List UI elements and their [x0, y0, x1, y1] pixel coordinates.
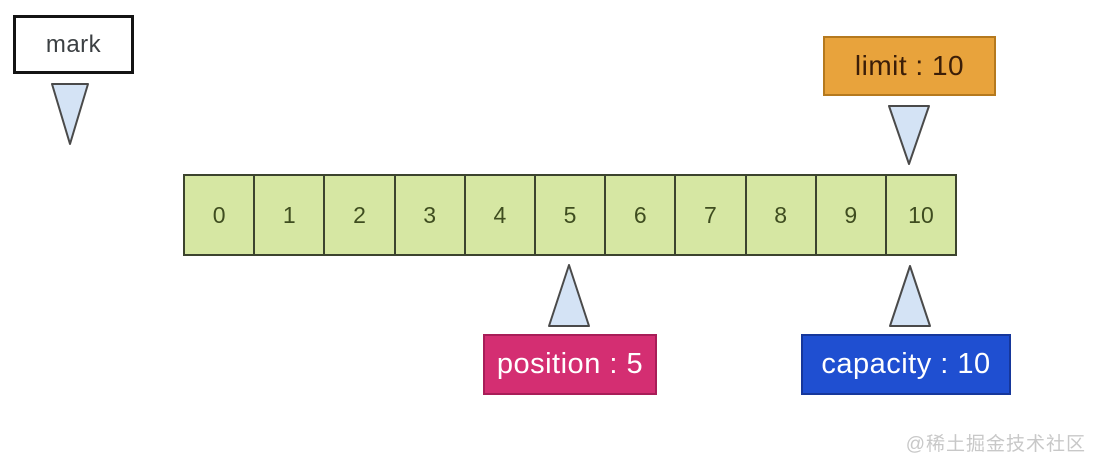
buffer-cell: 10 — [908, 201, 934, 228]
buffer-cell: 9 — [817, 176, 887, 254]
buffer-cell: 7 — [676, 176, 747, 254]
buffer-cell: 6 — [606, 176, 677, 254]
mark-label-box: mark — [13, 15, 134, 74]
limit-label: limit : 10 — [854, 50, 965, 81]
mark-label: mark — [45, 30, 102, 58]
buffer-cell: 0 — [185, 176, 256, 254]
capacity-label-box: capacity : 10 — [801, 334, 1011, 395]
limit-label-box: limit : 10 — [823, 36, 996, 96]
buffer-cell: 8 — [747, 176, 817, 254]
watermark: @稀土掘金技术社区 — [905, 434, 1086, 455]
position-pointer-triangle-up-icon — [548, 264, 590, 327]
buffer-cell: 4 — [466, 176, 536, 254]
buffer-cell: 1 — [255, 176, 326, 254]
buffer-cell: 3 — [396, 176, 466, 254]
limit-pointer-triangle-down-icon — [888, 105, 930, 165]
position-label: position : 5 — [496, 348, 644, 380]
buffer-cell: 5 — [536, 176, 607, 254]
position-label-box: position : 5 — [483, 334, 657, 395]
buffer-cell-row: 0 1 2 3 4 5 6 7 8 9 10 — [183, 174, 957, 256]
mark-pointer-triangle-down-icon — [51, 83, 89, 145]
buffer-cell: 2 — [325, 176, 396, 254]
capacity-pointer-triangle-up-icon — [889, 265, 931, 327]
capacity-label: capacity : 10 — [821, 348, 991, 380]
